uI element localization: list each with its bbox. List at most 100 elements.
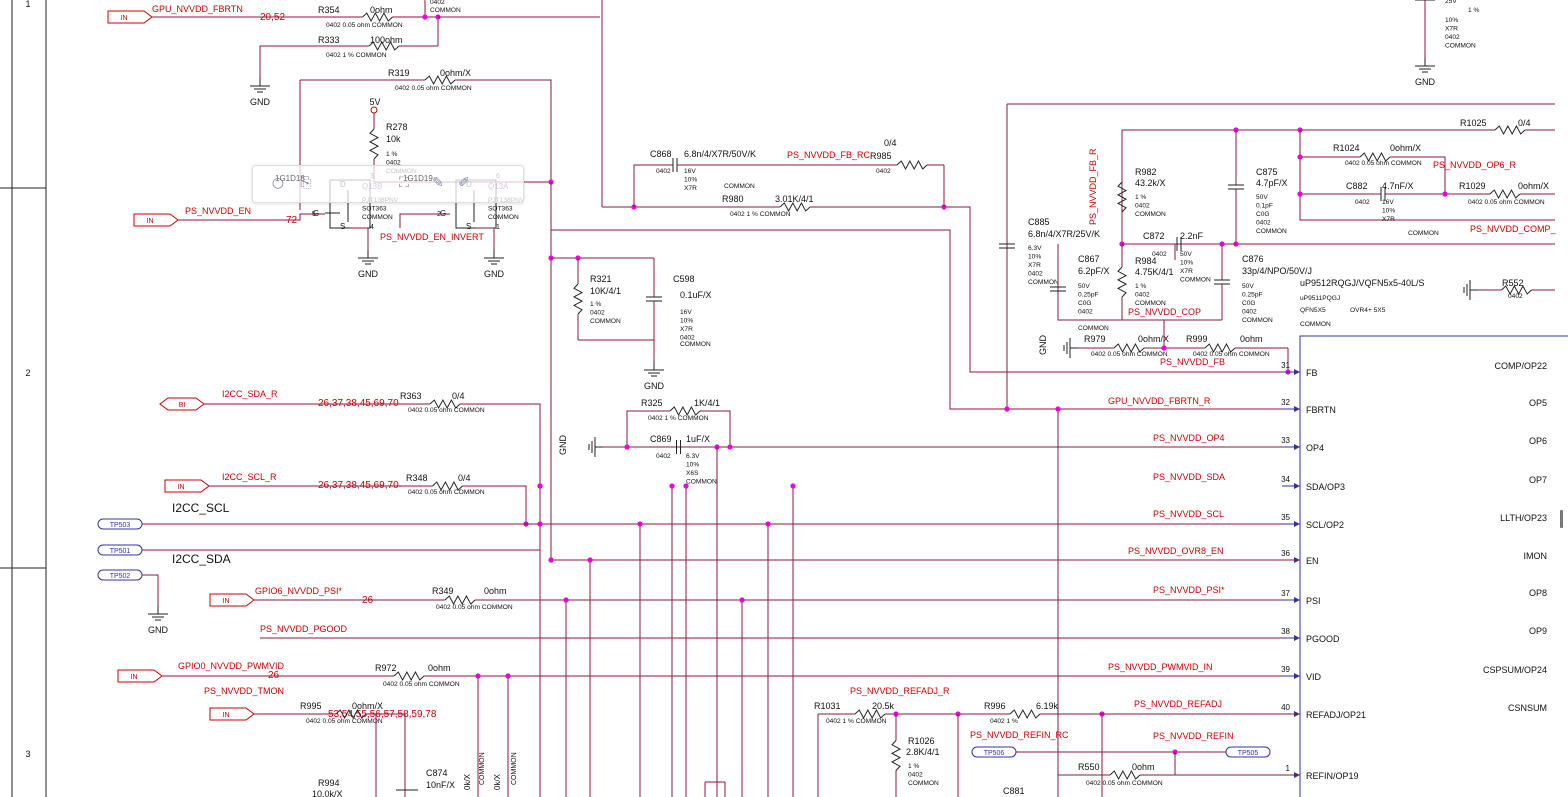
r982-spec: 0402 bbox=[1135, 203, 1150, 210]
crop-icon[interactable]: ⛶ bbox=[399, 175, 409, 191]
c882b-spec: X7R bbox=[1382, 216, 1395, 223]
topcap-spec: X7R bbox=[1445, 26, 1458, 33]
net-chip-5: PS_NVVDD_PWMVID_IN bbox=[1108, 662, 1213, 672]
highlight-icon[interactable]: ✎ bbox=[432, 175, 444, 191]
r363-spec: 0402 0.05 ohm COMMON bbox=[408, 407, 485, 414]
r552-ref: R552 bbox=[1502, 278, 1524, 288]
pen-icon[interactable]: ✐ bbox=[458, 175, 470, 191]
resistor-r1026 bbox=[890, 740, 902, 771]
r321-value: 10K/4/1 bbox=[590, 286, 621, 296]
toolbar-label-2: 1G1D19 bbox=[403, 174, 433, 183]
c876-spec: 50V bbox=[1242, 283, 1254, 290]
pin-number-35: 35 bbox=[1281, 513, 1290, 522]
topcap-spec: 0402 bbox=[1445, 34, 1460, 41]
pin-arrow bbox=[1294, 369, 1300, 375]
r552-spec: 0402 bbox=[1508, 293, 1523, 300]
r278-ref: R278 bbox=[386, 122, 408, 132]
c885-spec: 0402 bbox=[1028, 271, 1043, 278]
r333-ref: R333 bbox=[318, 35, 340, 45]
copy-icon[interactable]: ⎘ bbox=[300, 175, 312, 191]
pin-name-vid: VID bbox=[1306, 672, 1322, 682]
r1026-spec: COMMON bbox=[908, 780, 939, 787]
net-gpio0-pwmvid: GPIO0_NVVDD_PWMVID bbox=[178, 661, 285, 671]
rot-r-value: 0k/X bbox=[493, 773, 502, 790]
scroll-handle[interactable] bbox=[1560, 510, 1563, 528]
r278-spec: 1 % bbox=[386, 151, 397, 158]
pin-name-op4: OP4 bbox=[1306, 443, 1324, 453]
gnd-label-rot: GND bbox=[558, 435, 568, 456]
gnd-label-r979: GND bbox=[1038, 335, 1048, 356]
r999-value: 0ohm bbox=[1240, 334, 1263, 344]
r995-ref: R995 bbox=[300, 701, 322, 711]
pin-name-refadj-op21: REFADJ/OP21 bbox=[1306, 710, 1366, 720]
gnd-label: GND bbox=[148, 625, 169, 635]
junction-dot bbox=[1055, 406, 1061, 412]
junction-dot bbox=[548, 557, 554, 563]
q13b-pin-bot: 4 bbox=[370, 224, 374, 231]
net-pgood: PS_NVVDD_PGOOD bbox=[260, 624, 348, 634]
wire bbox=[350, 227, 369, 250]
r1029-value: 0ohm/X bbox=[1518, 181, 1549, 191]
r979-ref: R979 bbox=[1084, 334, 1106, 344]
pin-name-right-9: CSNSUM bbox=[1508, 703, 1547, 713]
c875-ref: C875 bbox=[1256, 167, 1278, 177]
r979-value: 0ohm/X bbox=[1138, 334, 1169, 344]
r354-spec: 0402 0.05 ohm COMMON bbox=[326, 22, 403, 29]
wire bbox=[142, 574, 159, 606]
pin-name-scl-op2: SCL/OP2 bbox=[1306, 520, 1344, 530]
c868-value: 6.8n/4/X7R/50V/K bbox=[684, 149, 756, 159]
c867-spec: 0402 bbox=[1078, 309, 1093, 316]
pin-number-32: 32 bbox=[1281, 398, 1290, 407]
port-pwmvid-dir: IN bbox=[131, 674, 138, 681]
port-psi-dir: IN bbox=[223, 598, 230, 605]
resistor-r985 bbox=[896, 159, 928, 171]
chip-note2: OVR4+ 5X5 bbox=[1350, 307, 1386, 314]
testpoint-tp503-label: TP503 bbox=[110, 522, 131, 529]
pin-name-right-1: OP5 bbox=[1529, 398, 1547, 408]
resistor-r319 bbox=[424, 74, 456, 86]
r1024-value: 0ohm/X bbox=[1390, 143, 1421, 153]
r980-value: 3.01K/4/1 bbox=[775, 194, 814, 204]
pin-name-right-6: OP8 bbox=[1529, 588, 1547, 598]
r1024-ref: R1024 bbox=[1333, 143, 1360, 153]
label-5v: 5V bbox=[369, 97, 380, 107]
net-fb-rc: PS_NVVDD_FB_RC bbox=[787, 150, 871, 160]
pin-arrow bbox=[1294, 483, 1300, 489]
gnd-label: GND bbox=[484, 269, 505, 279]
wire bbox=[830, 206, 1300, 373]
chip-pkg: QFN5X5 bbox=[1300, 307, 1326, 314]
wire bbox=[551, 229, 1300, 410]
resistor-r980 bbox=[779, 201, 811, 213]
gnd-label: GND bbox=[644, 381, 665, 391]
port-nvvdd-en bbox=[133, 213, 179, 227]
wire bbox=[1299, 130, 1555, 221]
pin-name-right-4: LLTH/OP23 bbox=[1500, 513, 1547, 523]
port-nvvdd-en-dir: IN bbox=[147, 218, 154, 225]
circle-icon[interactable]: ○ bbox=[271, 175, 285, 191]
r349-spec: 0402 0.05 ohm COMMON bbox=[436, 604, 513, 611]
r985-spec: 0402 bbox=[876, 168, 891, 175]
r999-ref: R999 bbox=[1186, 334, 1208, 344]
r319-ref: R319 bbox=[388, 68, 410, 78]
c876-spec: 0.25pF bbox=[1242, 292, 1263, 299]
r1029-spec: 0402 0.05 ohm COMMON bbox=[1468, 199, 1545, 206]
c885-spec: 6.3V bbox=[1028, 245, 1042, 252]
c868-spec: 0402 bbox=[656, 168, 671, 175]
junction-dot bbox=[765, 521, 771, 527]
net-refadj-r: PS_NVVDD_REFADJ_R bbox=[850, 686, 950, 696]
c875-value: 4.7pF/X bbox=[1256, 178, 1288, 188]
gnd-label: GND bbox=[358, 269, 379, 279]
net-gpu-fbrtn: GPU_NVVDD_FBRTN bbox=[152, 4, 243, 14]
net-chip-0: PS_NVVDD_OP4 bbox=[1153, 433, 1225, 443]
r994-value: 10.0k/X bbox=[312, 789, 343, 797]
r1026-spec: 0402 bbox=[908, 772, 923, 779]
net-nvvdd-en: PS_NVVDD_EN bbox=[185, 206, 251, 216]
junction-dot bbox=[637, 521, 643, 527]
junction-dot bbox=[1297, 154, 1303, 160]
ic-body bbox=[1299, 335, 1568, 797]
port-gpu-fbrtn-dir: IN bbox=[121, 15, 128, 22]
c598-spec: 10% bbox=[680, 318, 693, 325]
pin-number-33: 33 bbox=[1281, 436, 1290, 445]
c875-spec: COMMON bbox=[1256, 228, 1287, 235]
